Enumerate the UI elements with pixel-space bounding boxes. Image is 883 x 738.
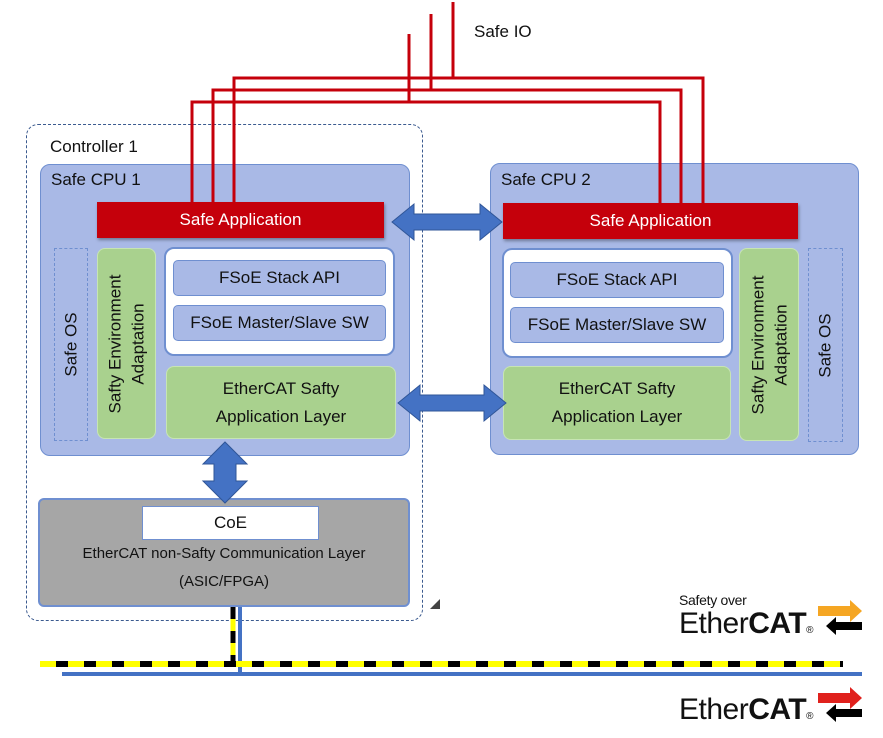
cpu-2-sea-label: Safty Environment Adaptation — [746, 275, 792, 414]
cpu-2-ethercat-line2: Application Layer — [551, 407, 683, 426]
safety-over-ethercat-logo: Safety over EtherCAT® — [679, 592, 819, 642]
cpu-1-ethercat-line1: EtherCAT Safty — [222, 378, 340, 398]
safety-logo-arrows-icon — [818, 600, 862, 635]
cpu-2-fsoe-stack-api: FSoE Stack API — [510, 262, 724, 298]
coe-box: CoE — [142, 506, 319, 540]
cpu-2-safe-os: Safe OS — [808, 248, 843, 442]
cpu-1-fsoe-stack-api: FSoE Stack API — [173, 260, 386, 296]
safety-logo-reg: ® — [806, 625, 814, 636]
cpu-1-sea-label: Safty Environment Adaptation — [104, 274, 150, 413]
ethercat-logo-ether: Ether — [679, 693, 749, 726]
ethercat-logo: EtherCAT® — [679, 694, 819, 730]
comm-layer-line1: EtherCAT non-Safty Communication Layer — [82, 545, 366, 562]
controller-label: Controller 1 — [50, 137, 138, 156]
cpu-1-safety-environment-adaptation: Safty Environment Adaptation — [97, 248, 156, 439]
cpu-2-safe-os-label: Safe OS — [816, 312, 836, 378]
cpu-1-sea-line1: Safty Environment — [105, 274, 125, 413]
cpu-1-ethercat-safety-layer: EtherCAT Safty Application Layer — [166, 366, 396, 439]
cpu-2-safe-application: Safe Application — [503, 203, 798, 239]
safety-logo-top-text: Safety over — [679, 592, 747, 608]
safe-io-label: Safe IO — [474, 22, 532, 41]
cpu-2-sea-line1: Safty Environment — [748, 275, 767, 414]
cpu-1-fsoe-master-slave-sw: FSoE Master/Slave SW — [173, 305, 386, 341]
safety-logo-ether: Ether — [679, 607, 749, 640]
cpu-1-ethercat-line2: Application Layer — [215, 406, 347, 426]
cpu-1-safe-os: Safe OS — [54, 248, 88, 441]
cpu-2-fsoe-master-slave-sw: FSoE Master/Slave SW — [510, 307, 724, 343]
cpu-1-safe-os-label: Safe OS — [61, 312, 81, 377]
cpu-2-ethercat-line1: EtherCAT Safty — [558, 379, 676, 398]
cpu-1-safe-application: Safe Application — [97, 202, 384, 238]
cpu-1-sea-line2: Adaptation — [128, 302, 148, 385]
safety-logo-cat: CAT — [748, 607, 807, 640]
cpu-2-sea-line2: Adaptation — [771, 303, 790, 386]
cpu-2-safety-environment-adaptation: Safty Environment Adaptation — [739, 248, 799, 441]
ethercat-logo-arrows-icon — [818, 687, 862, 722]
comm-layer-line2: (ASIC/FPGA) — [178, 573, 269, 590]
cpu-1-title: Safe CPU 1 — [51, 170, 141, 189]
cpu-2-ethercat-safety-layer: EtherCAT Safty Application Layer — [503, 366, 731, 440]
ethercat-logo-reg: ® — [806, 711, 814, 722]
cpu-2-title: Safe CPU 2 — [501, 170, 591, 189]
ethercat-logo-cat: CAT — [748, 693, 807, 726]
resize-corner-icon — [430, 599, 440, 609]
